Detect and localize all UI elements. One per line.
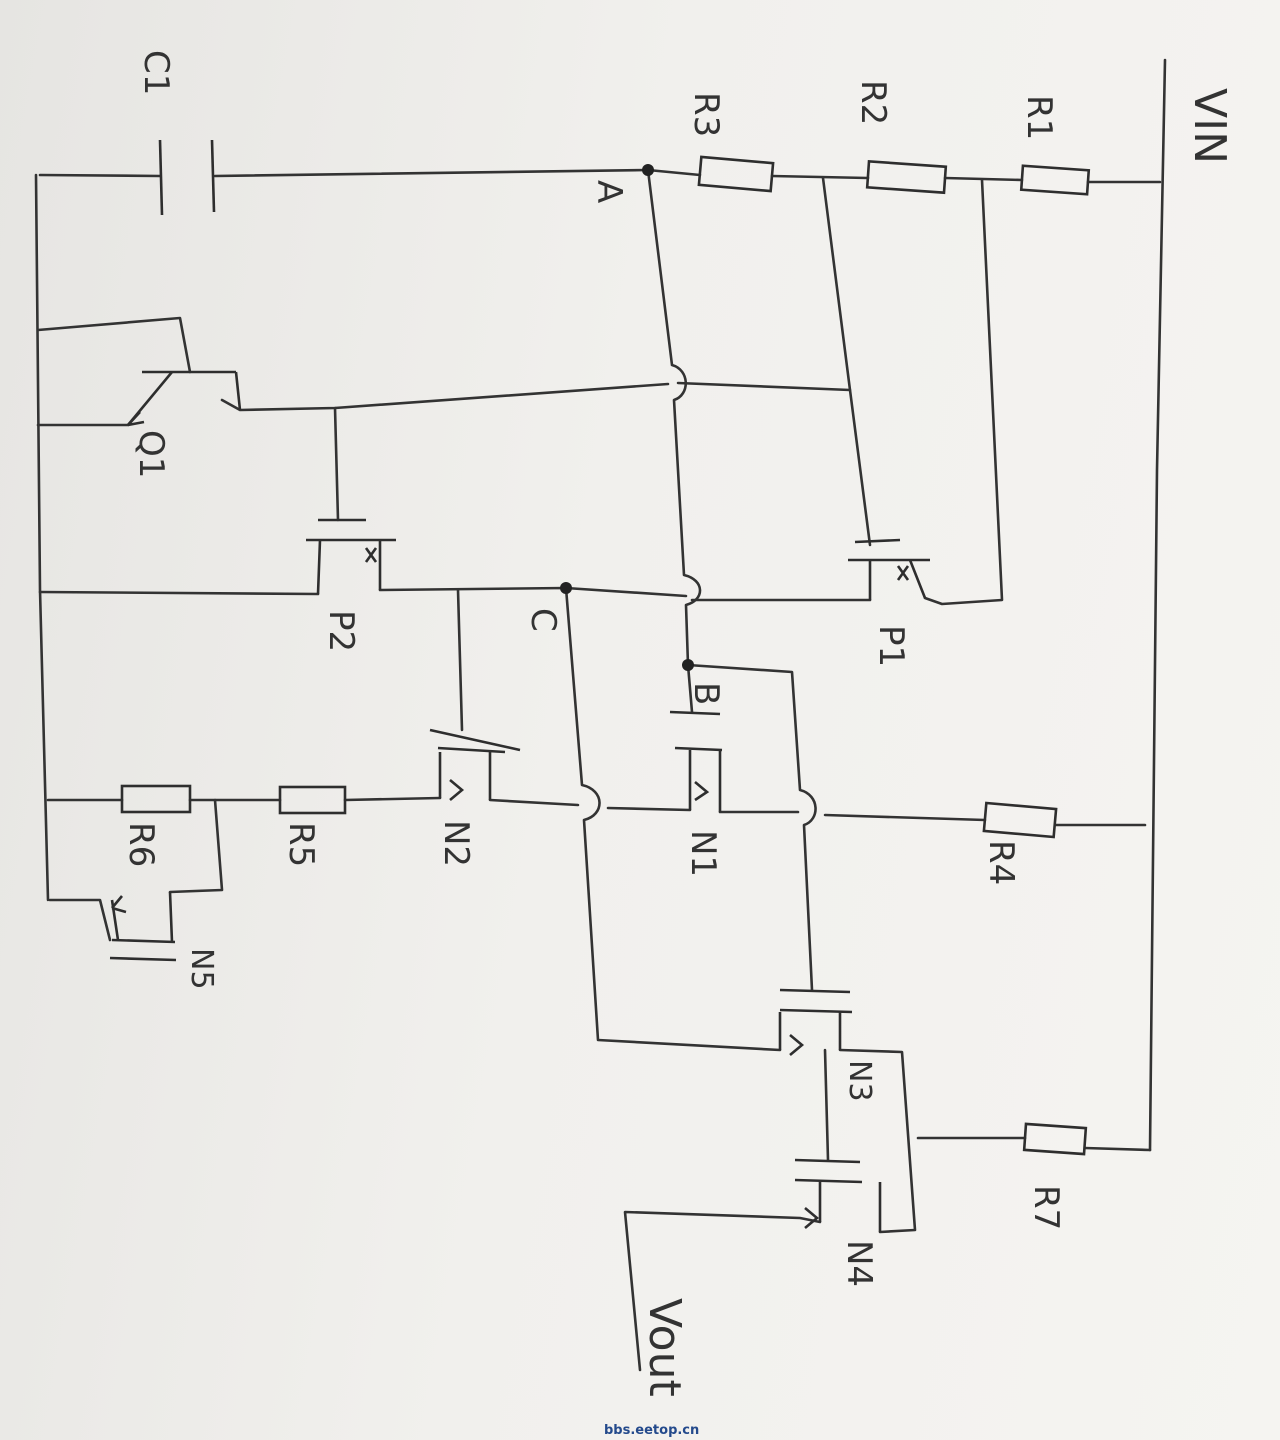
n5-label: N5 bbox=[184, 948, 219, 990]
r4-body bbox=[982, 801, 1058, 839]
watermark: bbs.eetop.cn bbox=[604, 1423, 699, 1438]
node-a-dot bbox=[642, 164, 654, 176]
r5-label: R5 bbox=[281, 822, 321, 867]
component-labels: VIN Vout C1 R1 R2 R3 R4 R5 R6 R7 Q1 P1 P… bbox=[121, 50, 1235, 1397]
n3-drain-wire bbox=[838, 1048, 917, 1234]
q1-ground-wire-1 bbox=[36, 316, 192, 374]
vin-label: VIN bbox=[1184, 88, 1235, 164]
node-b-dot bbox=[682, 659, 694, 671]
mosfet-n1 bbox=[669, 710, 723, 812]
transistor-q1 bbox=[126, 370, 242, 427]
p2-ground-wire bbox=[38, 590, 320, 596]
c1-ground-wire bbox=[38, 173, 162, 178]
p1-label: P1 bbox=[871, 625, 911, 667]
resistors bbox=[120, 155, 1091, 1156]
r3-label: R3 bbox=[686, 92, 726, 137]
mosfet-n4 bbox=[794, 1158, 882, 1232]
r6-n5-wire bbox=[168, 798, 224, 894]
n5-ground-wire bbox=[48, 898, 112, 942]
p2-gate-wire bbox=[333, 406, 340, 522]
r2-label: R2 bbox=[853, 80, 893, 125]
node-b-label: B bbox=[686, 682, 726, 705]
ground-rail bbox=[34, 173, 50, 902]
p2-label: P2 bbox=[321, 610, 361, 652]
node-c-label: C bbox=[523, 608, 563, 632]
r1-body bbox=[1019, 164, 1091, 196]
mosfet-n3 bbox=[778, 988, 853, 1056]
r3-body bbox=[697, 155, 775, 193]
node-c-dot bbox=[560, 582, 572, 594]
r4-label: R4 bbox=[981, 840, 1021, 885]
r6-body bbox=[120, 784, 192, 814]
node-c-vertical-wire bbox=[564, 586, 782, 1052]
mosfet-n5 bbox=[109, 891, 177, 962]
wires bbox=[34, 58, 1167, 1372]
r1-r2-wire bbox=[943, 176, 1024, 182]
vout-wire bbox=[623, 1210, 822, 1372]
mosfet-p2 bbox=[306, 518, 396, 595]
q1-base-wire bbox=[220, 381, 852, 412]
node-b-wire bbox=[686, 663, 817, 992]
q1-label: Q1 bbox=[131, 430, 171, 478]
n4-label: N4 bbox=[839, 1240, 879, 1287]
r2r3-tap-wire bbox=[821, 176, 872, 547]
node-c-wire bbox=[378, 586, 872, 602]
r1-label: R1 bbox=[1019, 95, 1059, 140]
n2-label: N2 bbox=[436, 820, 476, 867]
n2-gate-tap-wire bbox=[456, 588, 464, 732]
r2-body bbox=[865, 159, 948, 195]
c1-label: C1 bbox=[136, 50, 176, 95]
c1-to-a-wire bbox=[213, 168, 650, 178]
n1-label: N1 bbox=[683, 830, 723, 877]
mosfet-p1 bbox=[848, 538, 930, 600]
junction-dots bbox=[560, 164, 694, 671]
r7-wire bbox=[916, 1136, 1152, 1152]
n3-n4-wire bbox=[823, 1048, 830, 1162]
r5-body bbox=[278, 785, 347, 815]
r7-body bbox=[1022, 1122, 1088, 1156]
r7-label: R7 bbox=[1026, 1185, 1066, 1230]
vout-label: Vout bbox=[639, 1298, 690, 1397]
r6-label: R6 bbox=[121, 822, 161, 867]
mid-horizontal-wire bbox=[343, 796, 1147, 827]
n3-label: N3 bbox=[842, 1060, 877, 1102]
capacitor-c1 bbox=[158, 139, 216, 216]
mosfet-n2 bbox=[429, 728, 521, 801]
node-a-label: A bbox=[589, 180, 629, 203]
r2-r3-wire bbox=[770, 174, 870, 180]
r1r2-tap-wire bbox=[923, 178, 1004, 606]
node-a-vertical-wire bbox=[646, 168, 702, 667]
node-a-wire bbox=[646, 168, 702, 177]
vin-rail bbox=[1148, 58, 1167, 1152]
